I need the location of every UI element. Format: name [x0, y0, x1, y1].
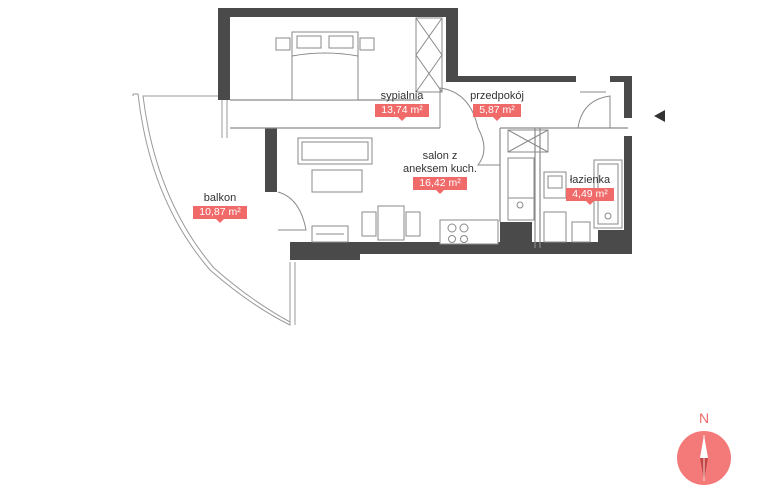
room-name-salon-line2: aneksem kuch.: [403, 163, 477, 175]
compass-icon: N: [672, 411, 736, 491]
compass-north-label: N: [698, 410, 710, 426]
room-name-balkon: balkon: [203, 192, 237, 204]
walls: [218, 8, 632, 260]
wardrobe: [415, 17, 443, 93]
room-label-balkon: balkon 10,87 m²: [180, 192, 260, 223]
kitchen: [439, 157, 535, 245]
room-label-lazienka: łazienka 4,49 m²: [552, 174, 628, 205]
room-name-salon-line1: salon z: [422, 150, 458, 162]
balcony-outline: [132, 93, 296, 326]
area-badge-balkon: 10,87 m²: [193, 206, 247, 223]
entrance-arrow-icon: [654, 110, 665, 122]
compass-needle-icon: [700, 435, 708, 481]
room-label-salon: salon z aneksem kuch. 16,42 m²: [390, 150, 490, 194]
compass-disc: [677, 431, 731, 485]
room-name-sypialnia: sypialnia: [380, 90, 424, 102]
area-badge-salon: 16,42 m²: [413, 177, 467, 194]
living-furniture: [297, 137, 421, 243]
area-badge-przedpokoj: 5,87 m²: [473, 104, 521, 121]
room-label-sypialnia: sypialnia 13,74 m²: [362, 90, 442, 121]
hallway-cabinet: [507, 129, 549, 153]
room-name-lazienka: łazienka: [569, 174, 611, 186]
bed: [275, 31, 375, 101]
area-badge-sypialnia: 13,74 m²: [375, 104, 429, 121]
room-name-przedpokoj: przedpokój: [470, 90, 524, 102]
doors: [277, 87, 611, 231]
bathroom-fixtures: [543, 159, 623, 243]
area-badge-lazienka: 4,49 m²: [566, 188, 614, 205]
room-label-przedpokoj: przedpokój 5,87 m²: [457, 90, 537, 121]
